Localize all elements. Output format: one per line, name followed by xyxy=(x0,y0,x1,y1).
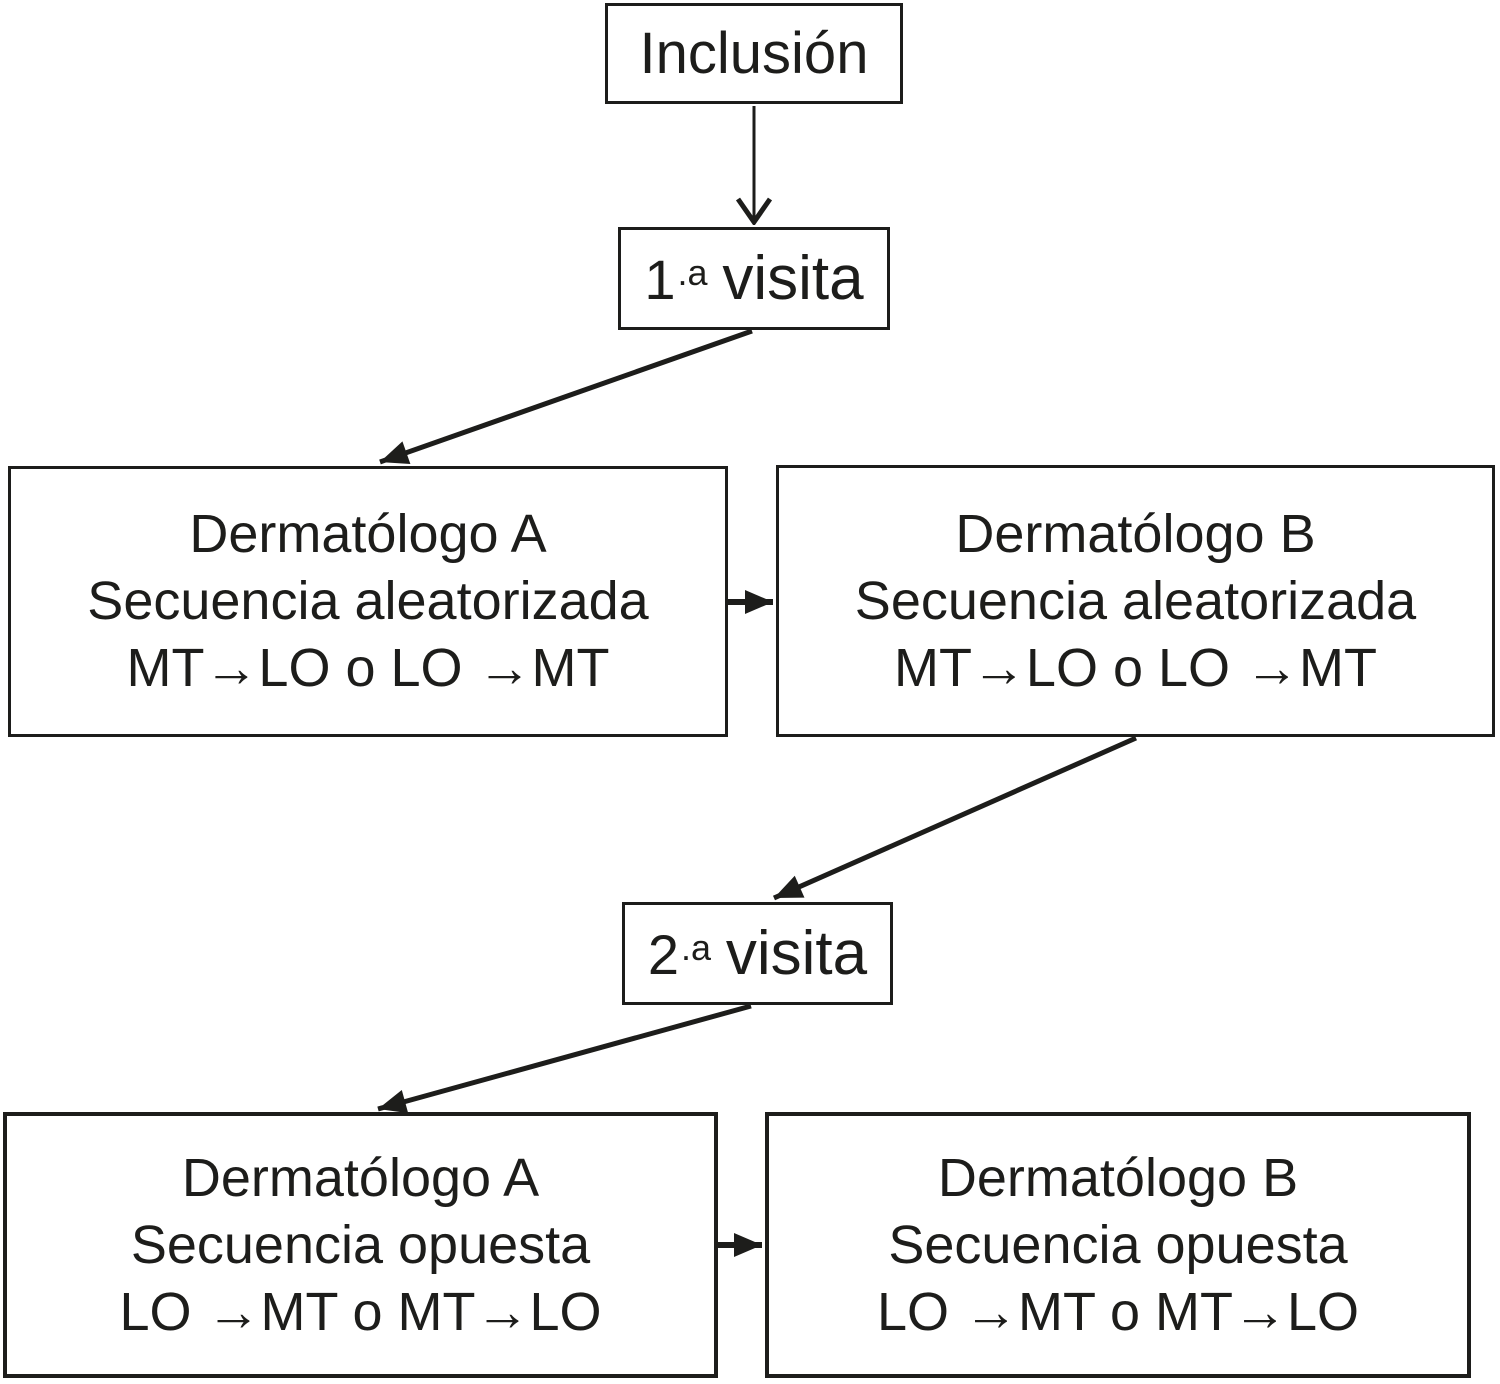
node-dermatologist-a-randomized: Dermatólogo A Secuencia aleatorizada MT→… xyxy=(8,466,728,737)
derm-a-randomized-line-1: Dermatólogo A xyxy=(189,504,547,564)
node-first-visit: 1.a visita xyxy=(618,227,890,330)
node-dermatologist-b-randomized: Dermatólogo B Secuencia aleatorizada MT→… xyxy=(776,465,1495,737)
first-visit-word: visita xyxy=(722,243,864,313)
second-visit-ordinal-suffix: .a xyxy=(681,926,711,968)
derm-a-randomized-line-3: MT→LO o LO →MT xyxy=(126,638,610,698)
node-dermatologist-a-opposite: Dermatólogo A Secuencia opuesta LO →MT o… xyxy=(3,1112,718,1378)
derm-b-randomized-line-1: Dermatólogo B xyxy=(955,503,1316,564)
derm-a-opposite-line-2: Secuencia opuesta xyxy=(130,1214,591,1275)
second-visit-ordinal: 2 xyxy=(647,922,680,986)
derm-a-randomized-line-2: Secuencia aleatorizada xyxy=(87,571,649,631)
derm-a-opposite-line-1: Dermatólogo A xyxy=(181,1147,540,1208)
node-second-visit: 2.a visita xyxy=(622,902,893,1005)
node-inclusion-label: Inclusión xyxy=(639,20,869,86)
derm-b-opposite-line-2: Secuencia opuesta xyxy=(888,1214,1348,1275)
arrow-second-visit-to-dermatologist-a xyxy=(377,1003,752,1114)
arrow-first-visit-to-dermatologist-a xyxy=(379,328,753,465)
arrow-dermatologist-b-to-second-visit xyxy=(772,735,1138,901)
derm-a-opposite-line-3: LO →MT o MT→LO xyxy=(119,1281,602,1342)
derm-b-opposite-line-3: LO →MT o MT→LO xyxy=(876,1281,1360,1342)
derm-b-randomized-line-3: MT→LO o LO →MT xyxy=(893,637,1378,698)
second-visit-word: visita xyxy=(725,918,868,988)
first-visit-ordinal: 1 xyxy=(644,247,676,311)
first-visit-ordinal-suffix: .a xyxy=(677,251,708,293)
derm-b-randomized-line-2: Secuencia aleatorizada xyxy=(854,570,1417,631)
derm-b-opposite-line-1: Dermatólogo B xyxy=(937,1147,1299,1208)
node-inclusion: Inclusión xyxy=(605,3,903,104)
node-dermatologist-b-opposite: Dermatólogo B Secuencia opuesta LO →MT o… xyxy=(765,1112,1471,1378)
